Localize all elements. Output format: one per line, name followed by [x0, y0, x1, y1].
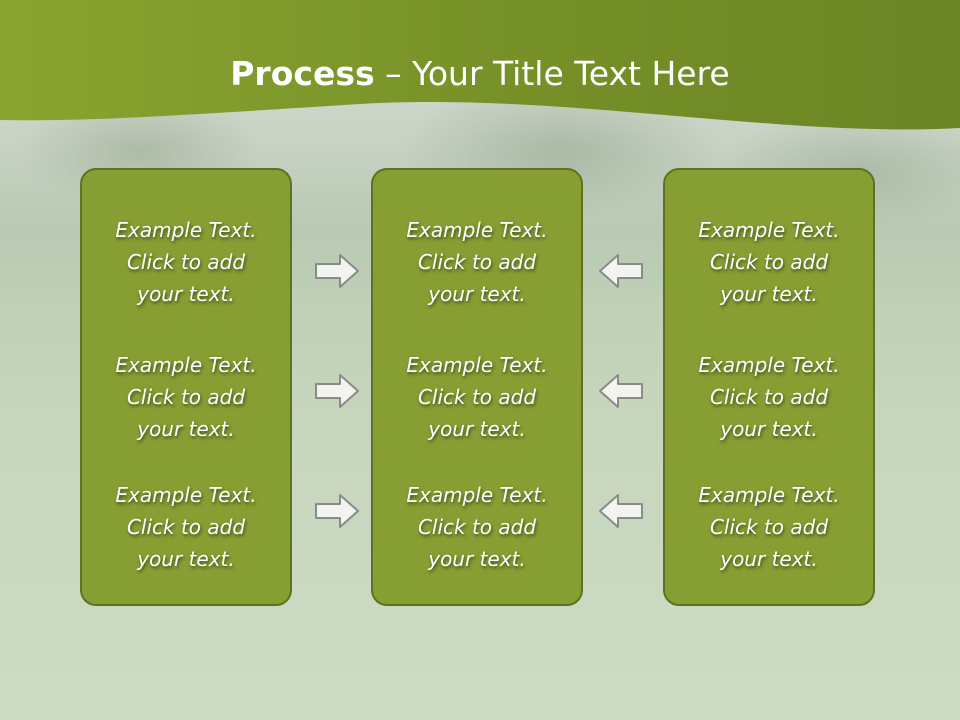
text-line: your text. — [428, 417, 526, 441]
text-line: Click to add — [709, 515, 829, 539]
header-banner — [0, 0, 960, 130]
text-line: your text. — [720, 282, 818, 306]
text-line: Example Text. — [115, 353, 257, 377]
text-line: Example Text. — [406, 353, 548, 377]
text-block[interactable]: Example Text. Click to add your text. — [82, 349, 290, 445]
text-block[interactable]: Example Text. Click to add your text. — [82, 479, 290, 575]
left-arrow-icon — [599, 374, 643, 408]
text-line: Example Text. — [698, 218, 840, 242]
text-line: Click to add — [126, 250, 246, 274]
text-block[interactable]: Example Text. Click to add your text. — [665, 214, 873, 310]
process-box-right[interactable]: Example Text. Click to add your text. Ex… — [663, 168, 875, 606]
text-line: your text. — [720, 547, 818, 571]
process-box-center[interactable]: Example Text. Click to add your text. Ex… — [371, 168, 583, 606]
text-line: Click to add — [417, 385, 537, 409]
text-line: Example Text. — [698, 483, 840, 507]
text-line: Click to add — [709, 385, 829, 409]
text-line: your text. — [137, 547, 235, 571]
text-line: your text. — [428, 282, 526, 306]
text-line: Click to add — [126, 515, 246, 539]
process-box-left[interactable]: Example Text. Click to add your text. Ex… — [80, 168, 292, 606]
text-line: Example Text. — [115, 483, 257, 507]
right-arrow-icon — [315, 374, 359, 408]
text-line: Click to add — [709, 250, 829, 274]
text-line: your text. — [137, 417, 235, 441]
text-block[interactable]: Example Text. Click to add your text. — [665, 479, 873, 575]
text-line: Example Text. — [406, 483, 548, 507]
text-line: Click to add — [417, 515, 537, 539]
right-arrow-icon — [315, 254, 359, 288]
text-block[interactable]: Example Text. Click to add your text. — [665, 349, 873, 445]
text-line: Example Text. — [698, 353, 840, 377]
text-block[interactable]: Example Text. Click to add your text. — [373, 479, 581, 575]
text-line: Example Text. — [406, 218, 548, 242]
title-bold: Process — [230, 54, 375, 93]
right-arrow-icon — [315, 494, 359, 528]
text-line: Click to add — [417, 250, 537, 274]
text-line: your text. — [720, 417, 818, 441]
text-line: Click to add — [126, 385, 246, 409]
title-rest: – Your Title Text Here — [374, 54, 730, 93]
left-arrow-icon — [599, 494, 643, 528]
text-block[interactable]: Example Text. Click to add your text. — [373, 214, 581, 310]
text-line: your text. — [428, 547, 526, 571]
text-block[interactable]: Example Text. Click to add your text. — [82, 214, 290, 310]
text-line: Example Text. — [115, 218, 257, 242]
page-title[interactable]: Process – Your Title Text Here — [0, 52, 960, 96]
left-arrow-icon — [599, 254, 643, 288]
text-block[interactable]: Example Text. Click to add your text. — [373, 349, 581, 445]
text-line: your text. — [137, 282, 235, 306]
